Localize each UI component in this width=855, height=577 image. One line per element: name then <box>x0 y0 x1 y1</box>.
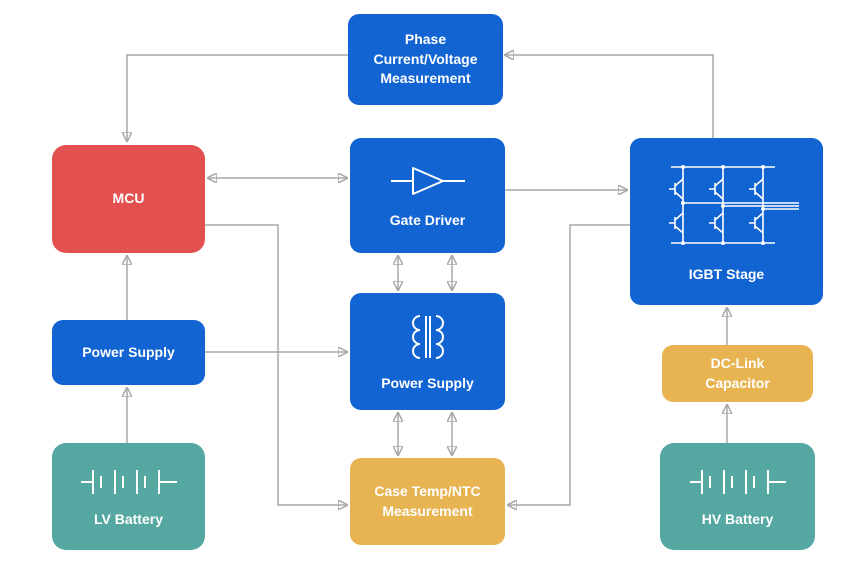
case-temp-ntc-label: Case Temp/NTC Measurement <box>374 482 480 521</box>
power-supply-lv-label: Power Supply <box>82 343 175 360</box>
block-lv-battery: LV Battery <box>52 443 205 550</box>
block-mcu: MCU <box>52 145 205 253</box>
block-igbt-stage: IGBT Stage <box>630 138 823 305</box>
arrow-phase-measurement-to-mcu <box>127 54 348 141</box>
battery-icon <box>689 469 786 494</box>
label-line: Capacitor <box>705 374 770 391</box>
arrow-igbt-to-case-temp <box>508 224 630 505</box>
label-line: Measurement <box>382 502 473 519</box>
label-line: Current/Voltage <box>373 50 478 67</box>
igbt-bridge-icon <box>668 164 799 245</box>
battery-icon <box>80 469 177 494</box>
dc-link-capacitor-label: DC-Link Capacitor <box>705 354 770 393</box>
phase-measurement-label: Phase Current/Voltage Measurement <box>374 30 478 89</box>
arrow-igbt-to-phase-measurement <box>505 55 714 138</box>
label-line: Phase <box>404 31 447 48</box>
hv-battery-label: HV Battery <box>701 510 774 527</box>
mcu-label: MCU <box>112 190 145 207</box>
block-power-supply-center: Power Supply <box>350 293 505 410</box>
amplifier-icon <box>390 166 465 195</box>
label-line: DC-Link <box>710 354 765 371</box>
block-case-temp-ntc-measurement: Case Temp/NTC Measurement <box>350 458 505 545</box>
label-line: Case Temp/NTC <box>374 482 481 499</box>
label-line: Measurement <box>380 70 471 87</box>
arrow-mcu-to-case-temp <box>205 224 347 505</box>
block-phase-measurement: Phase Current/Voltage Measurement <box>348 14 503 105</box>
gate-driver-label: Gate Driver <box>389 211 466 228</box>
block-hv-battery: HV Battery <box>660 443 815 550</box>
igbt-stage-label: IGBT Stage <box>688 265 765 282</box>
block-power-supply-lv: Power Supply <box>52 320 205 385</box>
transformer-icon <box>411 314 444 359</box>
power-supply-center-label: Power Supply <box>381 374 474 391</box>
lv-battery-label: LV Battery <box>94 510 163 527</box>
block-dc-link-capacitor: DC-Link Capacitor <box>662 345 813 402</box>
block-gate-driver: Gate Driver <box>350 138 505 253</box>
